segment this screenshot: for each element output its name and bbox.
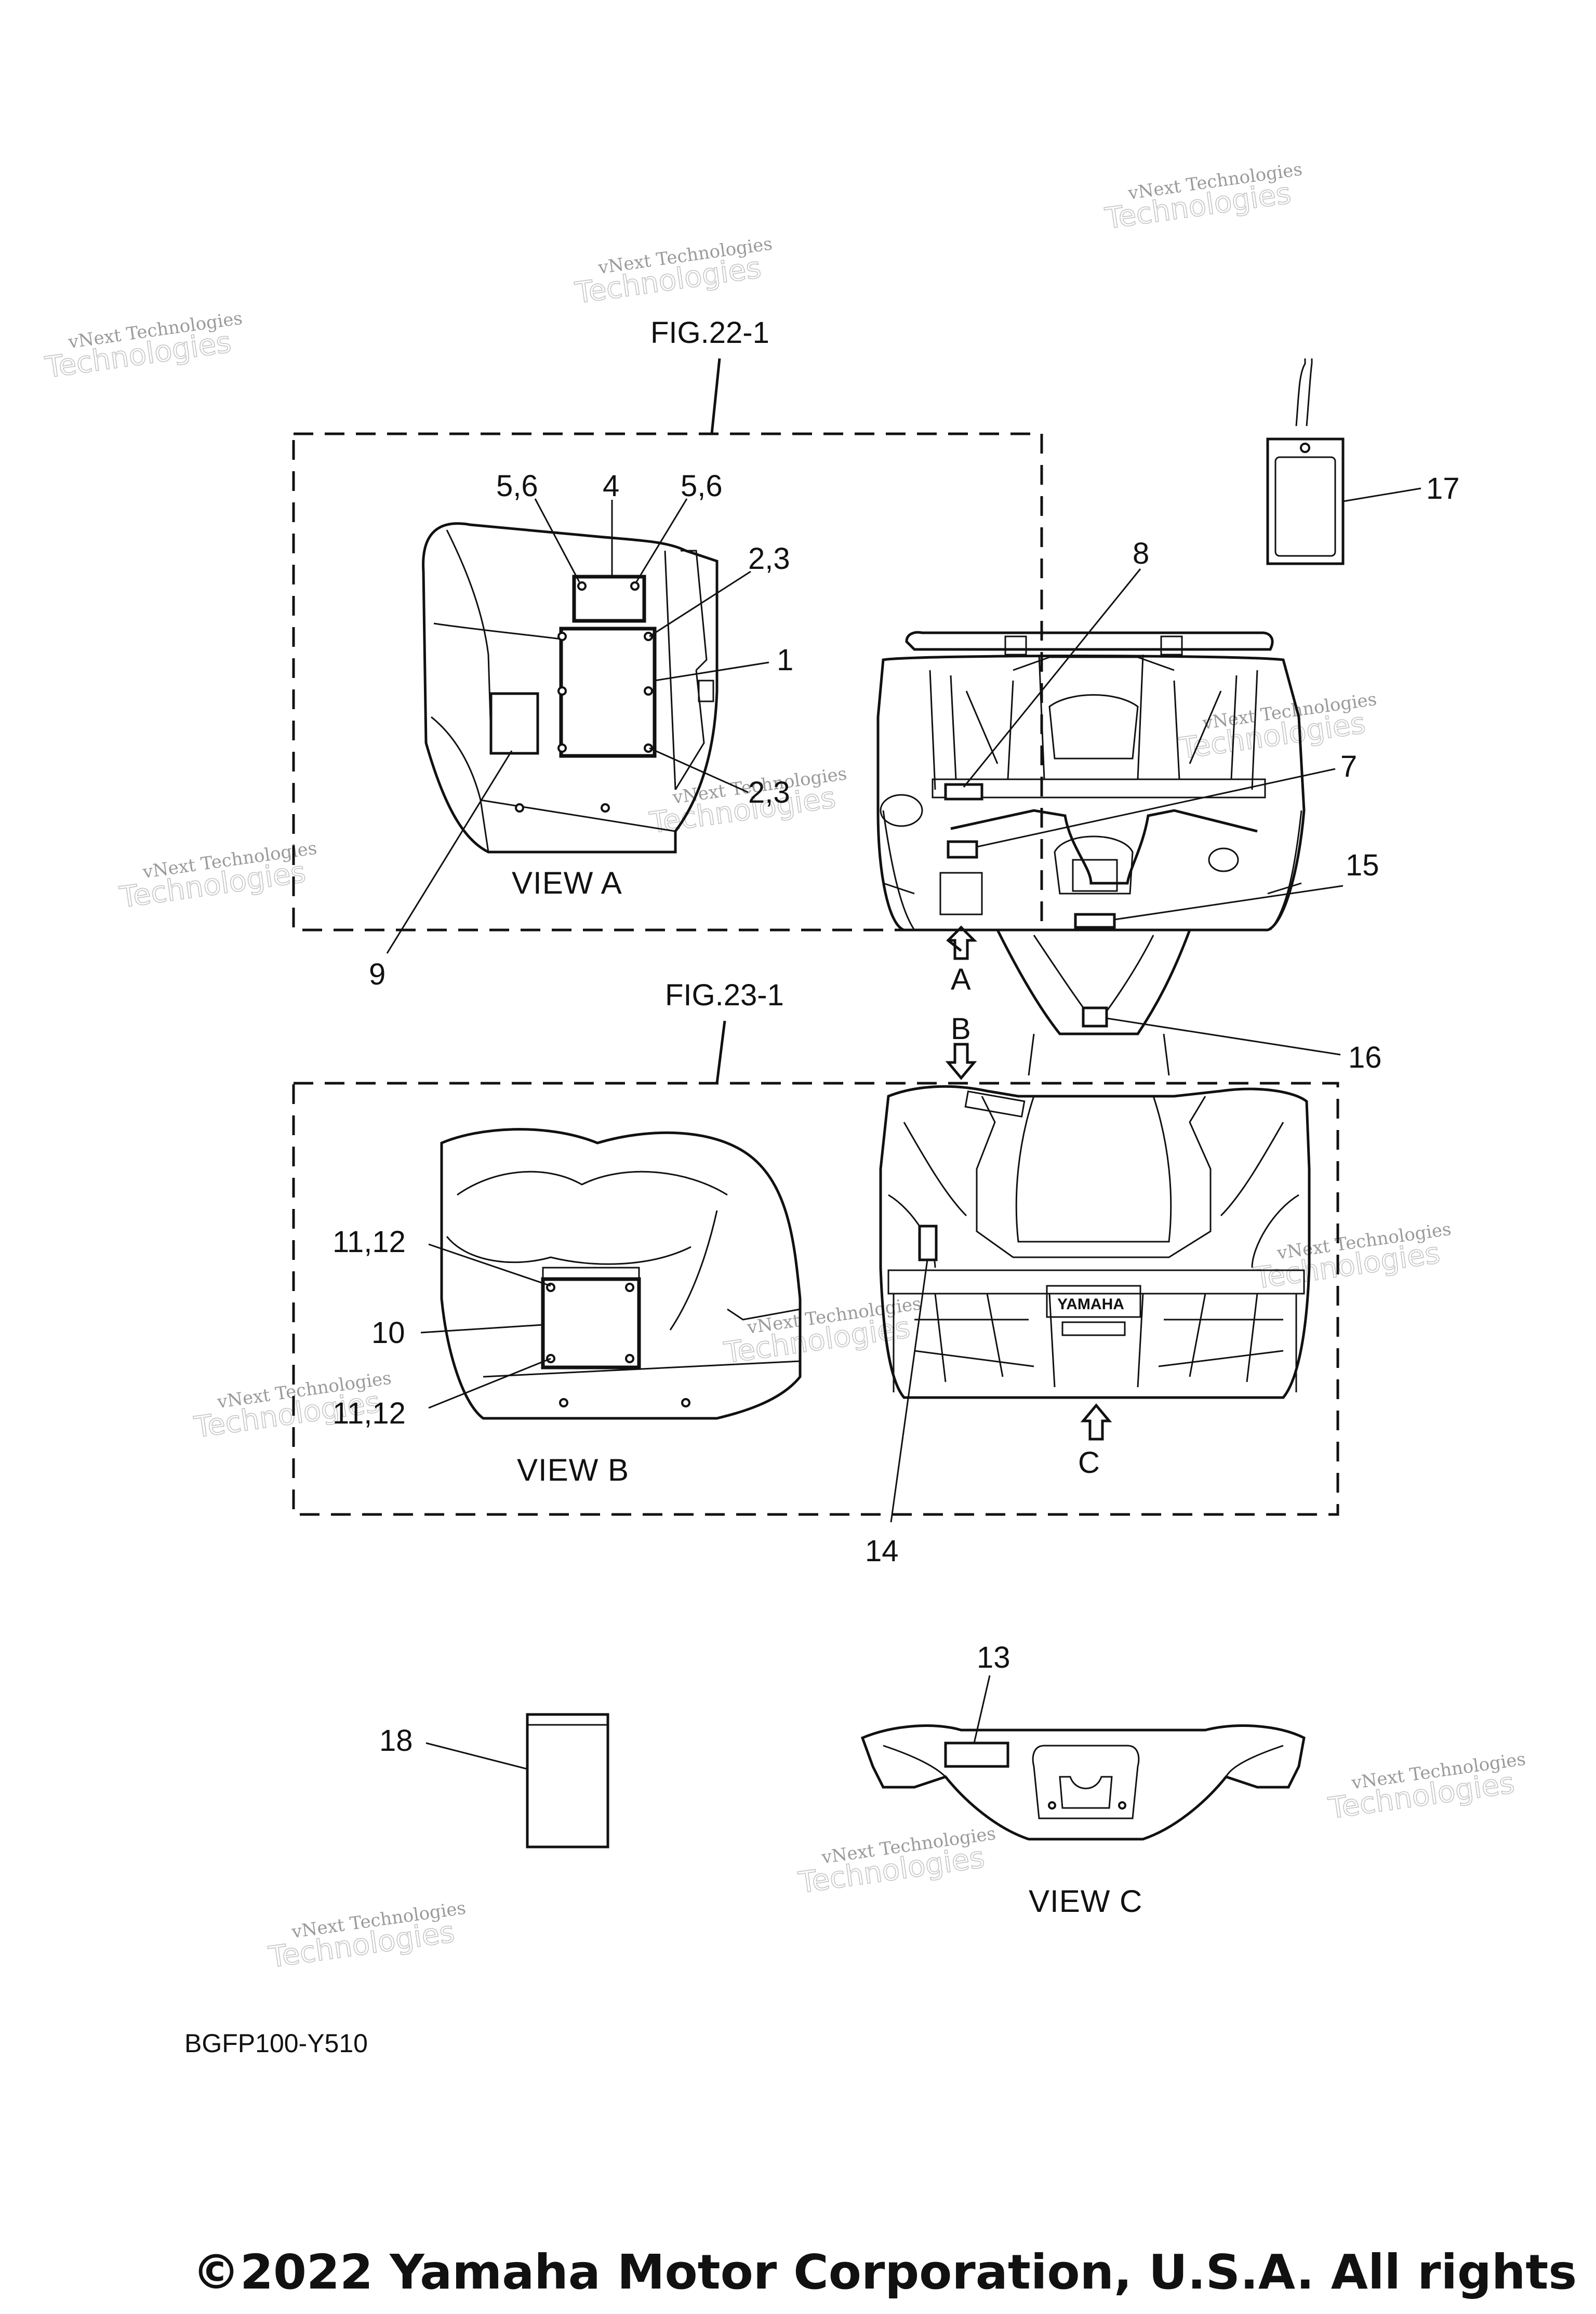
plate-10 [541, 1267, 641, 1369]
rack-brand-text: YAMAHA [1057, 1296, 1124, 1313]
callout-9: 9 [369, 957, 385, 991]
callout-1: 1 [777, 643, 793, 677]
callout-4: 4 [603, 469, 619, 503]
view-a-caption: VIEW A [512, 866, 622, 900]
watermark: Technologies vNext Technologies [1252, 1219, 1453, 1296]
label-9-placeholder [489, 692, 539, 755]
callout-14: 14 [865, 1534, 899, 1568]
fig-22-1-label: FIG.22-1 [650, 316, 769, 350]
atv-front-top-view: A B 8 7 15 16 [876, 537, 1382, 1080]
callout-18: 18 [379, 1724, 413, 1758]
callout-11-12-bottom: 11,12 [332, 1397, 406, 1430]
view-b-caption: VIEW B [517, 1453, 629, 1487]
arrow-a-label: A [951, 963, 971, 996]
callout-10: 10 [371, 1316, 405, 1350]
callout-8: 8 [1133, 537, 1149, 570]
watermark: Technologies vNext Technologies [1102, 159, 1304, 236]
callout-17: 17 [1426, 472, 1460, 506]
view-b-fender [440, 1128, 802, 1420]
view-a-frame: FIG.22-1 [292, 316, 1043, 932]
copyright-text: ©2022 Yamaha Motor Corporation, U.S.A. A… [192, 2244, 1596, 2300]
diagram-code: BGFP100-Y510 [184, 2029, 368, 2058]
callout-11-12-top: 11,12 [332, 1225, 406, 1259]
callout-7: 7 [1340, 750, 1357, 783]
hang-tag-17: 17 [1266, 358, 1460, 565]
watermark: Technologies vNext Technologies [266, 1898, 467, 1975]
arrow-b-label: B [951, 1012, 971, 1046]
arrow-c-label: C [1078, 1446, 1100, 1480]
watermark: Technologies vNext Technologies [722, 1293, 923, 1371]
view-c-panel: 13 VIEW C [860, 1641, 1306, 1919]
plate-1 [557, 627, 657, 758]
watermark: Technologies vNext Technologies [117, 838, 318, 915]
view-b-frame: FIG.23-1 [292, 978, 1339, 1516]
callout-13: 13 [977, 1641, 1010, 1674]
callout-5-6-right: 5,6 [681, 469, 723, 503]
view-c-caption: VIEW C [1029, 1884, 1142, 1919]
watermark: Technologies vNext Technologies [796, 1823, 997, 1900]
callout-2-3-top: 2,3 [748, 542, 790, 576]
watermark: Technologies vNext Technologies [1326, 1749, 1527, 1826]
fig-23-1-label: FIG.23-1 [665, 978, 784, 1012]
callouts-view-b: 11,12 10 11,12 VIEW B [332, 1225, 629, 1487]
callout-2-3-bottom: 2,3 [748, 776, 790, 809]
watermark-grid: Technologies vNext Technologies Technolo… [43, 159, 1527, 1975]
callout-15: 15 [1346, 848, 1379, 882]
callouts-view-a: 5,6 4 5,6 2,3 1 2,3 9 VIEW A [369, 469, 793, 991]
view-a-fender [422, 522, 719, 854]
label-18: 18 [379, 1713, 609, 1848]
atv-rear-top-view: YAMAHA C 14 [865, 1085, 1311, 1568]
watermark: Technologies vNext Technologies [43, 308, 244, 385]
plate-4 [572, 575, 646, 623]
watermark: Technologies vNext Technologies [573, 233, 774, 311]
callout-5-6-left: 5,6 [496, 469, 538, 503]
callout-16: 16 [1348, 1041, 1382, 1074]
